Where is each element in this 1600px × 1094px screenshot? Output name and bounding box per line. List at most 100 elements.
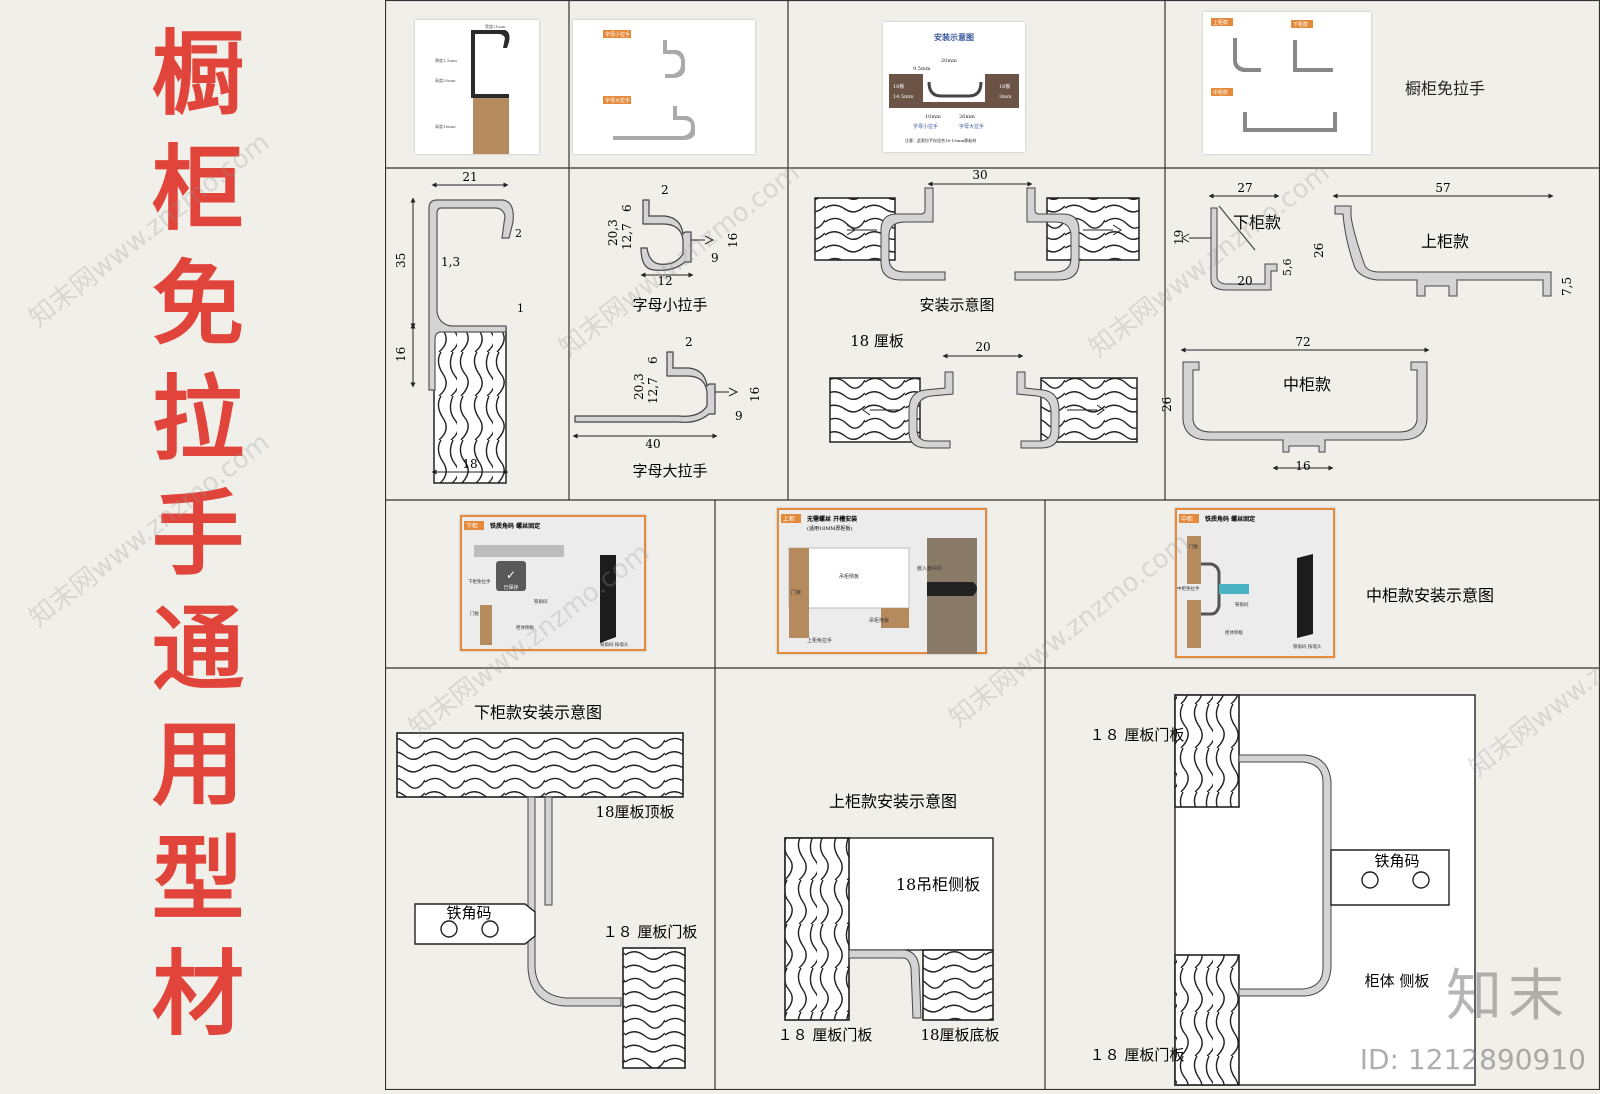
dim-label: 26 [1312, 243, 1326, 258]
install-photo-lower: 下柜 铁质角码 螺丝固定 ✓ 已保存 下柜免拉手 铁角码 柜体侧板 门板 铁角码… [460, 515, 646, 651]
photo-label: 字母大拉手 [959, 123, 984, 130]
upper-profile-label: 上柜款 [1421, 232, 1469, 251]
dim-label: 26 [1160, 397, 1174, 412]
svg-text:高度16mm: 高度16mm [435, 123, 456, 129]
small-handle-caption: 字母小拉手 [632, 296, 707, 314]
cabinet-profiles: 27 19 5,6 20 下柜款 57 26 7,5 上柜款 72 26 16 … [1160, 181, 1574, 473]
id-label: ID: 1212890910 [1359, 1043, 1586, 1076]
photo-label: 吊柜侧板 [839, 573, 859, 580]
photo-label: 门板 [791, 589, 801, 596]
dim-label: 12 [657, 274, 672, 288]
dim-label: 16 [726, 233, 740, 248]
saved-label: 已保存 [503, 584, 518, 591]
title-char: 橱 [151, 21, 244, 128]
large-handle-caption: 字母大拉手 [632, 462, 707, 480]
photo-label: 铁角码 [1235, 601, 1249, 608]
title-char: 柜 [151, 136, 244, 243]
photo-dim: 26mm [959, 114, 975, 120]
photo-title: 安装示意图 [934, 32, 974, 42]
title-char: 材 [151, 941, 244, 1048]
door-label: １８ 厘板门板 [1090, 1046, 1185, 1064]
photo-title: 铁质角码 螺丝固定 [1205, 515, 1255, 523]
product-photo-install: 安装示意图 20mm 9.5mm 17.5mm 10mm 26mm 18板 14… [883, 22, 1025, 152]
photo-tag: 上柜 [783, 515, 795, 523]
photo-tag: 字母大拉手 [605, 97, 630, 104]
photo-dim: 18板 [999, 83, 1010, 90]
dim-label: 9 [711, 251, 719, 265]
dim-label: 20,3 [606, 219, 620, 246]
door-label: １８ 厘板门板 [778, 1026, 873, 1044]
door-label: １８ 厘板门板 [603, 923, 698, 941]
product-photo-variants: 上柜款 下柜款 中柜款 [1203, 12, 1371, 154]
photo-tag: 下柜 [466, 522, 478, 530]
install-photo-middle: 中柜 铁质角码 螺丝固定 中柜免拉手 铁角码 柜体侧板 门板 铁角码 按墙头 [1175, 508, 1335, 658]
photo-label: 门板 [1189, 543, 1198, 550]
svg-text:高度35mm: 高度35mm [435, 77, 456, 83]
photo-label: 门板 [470, 610, 479, 617]
photo-label: 吊柜地板 [869, 617, 889, 624]
photo-label: 中柜免拉手 [1177, 585, 1200, 592]
title-char: 通 [151, 596, 244, 703]
dim-label: 18 [462, 457, 477, 471]
middle-install-caption: 中柜款安装示意图 [1366, 586, 1494, 605]
title-char: 手 [151, 481, 244, 588]
upper-install-caption: 上柜款安装示意图 [829, 792, 957, 811]
dim-label: 6 [620, 204, 634, 212]
dim-label: 20 [1237, 274, 1252, 288]
photo-dim: 18板 [893, 83, 904, 90]
photo-dim: 9.5mm [913, 66, 931, 72]
dim-label: 12,7 [646, 377, 660, 404]
bracket-label: 铁角码 [446, 904, 491, 922]
photo-label: 铁角码 按墙头 [1293, 643, 1322, 650]
dim-label: 40 [645, 437, 660, 451]
board-section [433, 327, 507, 484]
photo-tag: 中柜 [1181, 515, 1193, 523]
photo-title: 无需螺丝 开槽安装 [806, 515, 857, 523]
title-char: 免 [151, 251, 244, 358]
photo-label: 铁角码 按墙头 [600, 641, 629, 648]
title-char: 型 [151, 826, 244, 933]
install-schematic: 30 安装示意图 20 18 厘板 [814, 168, 1140, 449]
dim-label: 2 [515, 227, 522, 240]
upper-install-drawing: 上柜款安装示意图 18吊柜侧板 １８ 厘板门板 18厘板底板 [778, 792, 1000, 1044]
title-char: 拉 [151, 366, 244, 473]
small-handle-detail: 2 6 20,3 12,7 16 9 12 字母小拉手 [606, 183, 740, 314]
photo-title: 铁质角码 螺丝固定 [490, 522, 540, 530]
profile-detail: 21 2 1,3 35 1 16 18 [394, 170, 524, 484]
photo-dim: 20mm [941, 58, 957, 64]
photo-label: 上柜免拉手 [807, 637, 832, 644]
dim-label: 1 [517, 302, 524, 315]
bracket-label: 铁角码 [1374, 852, 1419, 870]
photo-label: 下柜免拉手 [468, 578, 491, 585]
dim-label: 27 [1237, 181, 1252, 195]
photo-label: 铁角码 [534, 598, 548, 605]
photo-subtitle: (适用18MM厚柜板) [807, 525, 853, 532]
photo-dim: 10mm [925, 114, 941, 120]
photo-note: 注意：此款拉手仅适合18-19mm厚板材 [905, 137, 976, 143]
photo-tag: 上柜款 [1213, 19, 1228, 26]
dim-label: 1,3 [441, 255, 460, 269]
variants-caption: 橱柜免拉手 [1405, 79, 1486, 98]
dim-label: 2 [661, 183, 669, 197]
dim-label: 21 [462, 170, 477, 184]
title-column: 橱 柜 免 拉 手 通 用 型 材 [0, 0, 385, 1090]
dim-label: 16 [1295, 459, 1310, 473]
lower-install-caption: 下柜款安装示意图 [474, 703, 602, 722]
dim-label: 20 [975, 340, 990, 354]
lower-install-drawing: 下柜款安装示意图 铁角码 18厘板顶板 １８ 厘板门板 [396, 703, 698, 1069]
photo-dim: 17.5mm [941, 86, 962, 92]
photo-label: 字母小拉手 [913, 123, 938, 130]
dim-label: 12,7 [620, 223, 634, 250]
dim-label: 16 [748, 387, 762, 402]
title-char: 用 [151, 711, 244, 818]
dim-label: 16 [394, 347, 408, 362]
side-board-label: 柜体 侧板 [1365, 972, 1430, 990]
photo-dim: 3mm [999, 94, 1012, 100]
board-label: 18 厘板 [850, 332, 904, 350]
dim-label: 9 [735, 409, 743, 423]
middle-install-drawing: 铁角码 １８ 厘板门板 １８ 厘板门板 柜体 侧板 [1090, 694, 1476, 1086]
dim-label: 5,6 [1281, 259, 1294, 277]
dim-label: 57 [1435, 181, 1450, 195]
product-photo-letter-handles: 字母小拉手 字母大拉手 [573, 20, 755, 154]
